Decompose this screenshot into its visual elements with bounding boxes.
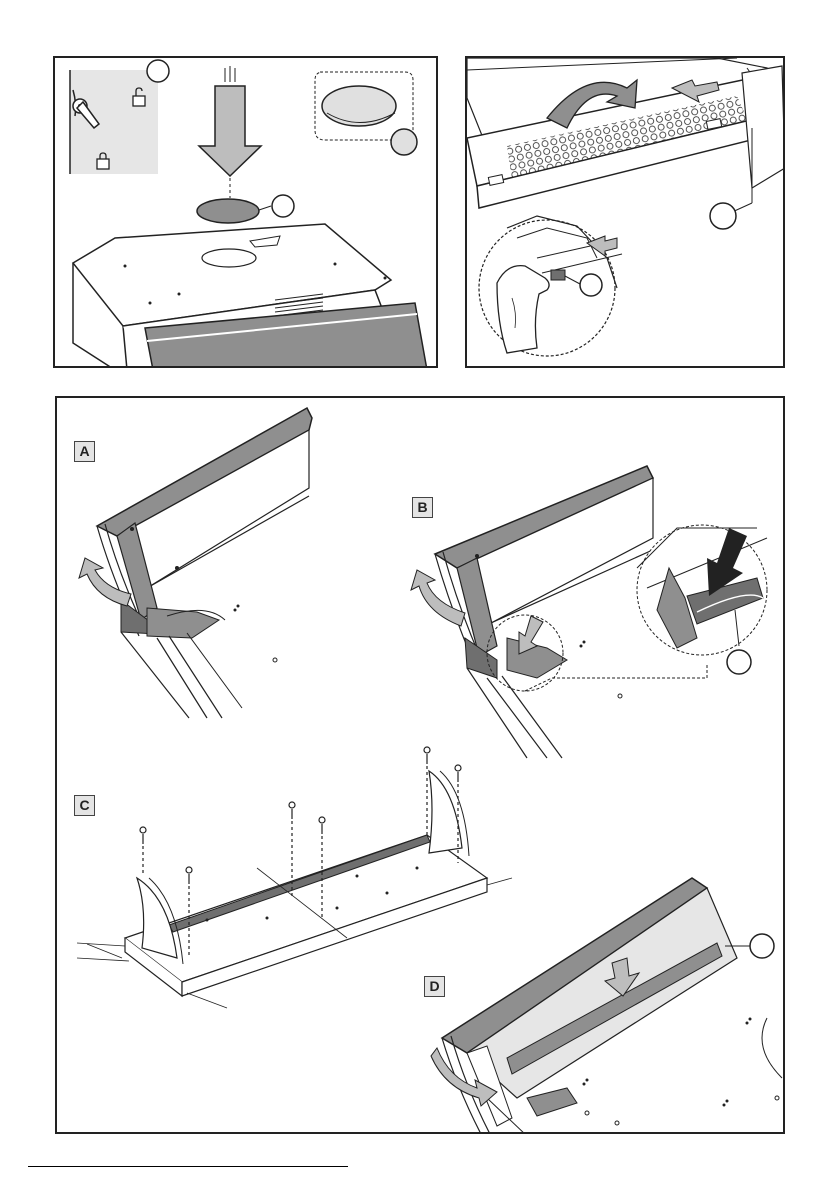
step-b-illustration [411,466,767,758]
footer-rule [28,1166,348,1167]
hood-body [73,224,427,368]
step-label-d: D [424,976,445,997]
callout-circle-icon [727,650,751,674]
step-a-illustration [79,408,312,718]
lock-inset [70,60,169,174]
step-d-illustration [431,878,782,1134]
callout-circle-icon [710,203,736,229]
callout-circle-icon [750,934,774,958]
step-c-illustration [77,747,512,1008]
screw-icon [234,605,240,612]
down-arrow-icon [199,66,261,198]
callout-circle-icon [147,60,169,82]
cap-detail-inset [315,72,417,155]
curved-arrow-icon [79,558,131,606]
diagram-panel-outlet-cap [53,56,438,368]
step-label-b: B [412,497,433,518]
diagram-panel-grease-filter [465,56,785,368]
latch-detail-inset [479,216,622,356]
callout-circle-icon [391,129,417,155]
callout-circle-icon [580,274,602,296]
step-label-c: C [74,795,95,816]
diagram-panel-mounting-steps: A B C D [55,396,785,1134]
callout-circle-icon [272,195,294,217]
outlet-cap [197,195,294,223]
step-label-a: A [74,441,95,462]
screw-icon [580,641,586,648]
